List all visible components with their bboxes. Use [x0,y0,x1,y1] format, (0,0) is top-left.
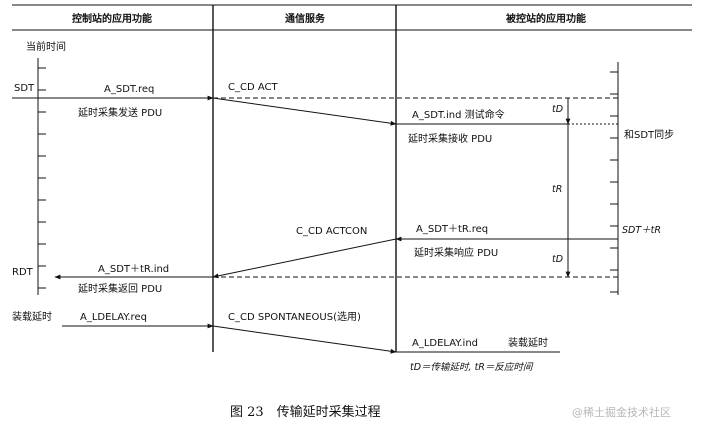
header-middle: 通信服务 [285,12,326,25]
c-cd-act-arrow [212,97,397,126]
sdt-sync-label: 和SDT同步 [624,129,674,141]
a-ldelay-ind-label: A_LDELAY.ind [412,338,478,349]
resp-pdu-label: 延时采集响应 PDU [414,246,498,259]
watermark: @稀土掘金技术社区 [572,405,671,419]
current-time-label: 当前时间 [26,40,66,53]
a-sdt-req-label: A_SDT.req [104,84,154,95]
header-right: 被控站的应用功能 [506,12,586,25]
header-left: 控制站的应用功能 [72,12,152,25]
a-sdt-tr-ind-label: A_SDT＋tR.ind [98,264,169,275]
recv-pdu-label: 延时采集接收 PDU [408,132,492,145]
c-cd-spont-label: C_CD SPONTANEOUS(选用) [228,310,361,323]
td-bottom-label: tD [552,254,563,265]
figure-caption: 图 23 传输延时采集过程 [230,404,381,420]
load-delay-label: 装载延时 [12,310,52,323]
c-cd-actcon-arrow [212,238,397,279]
c-cd-act-label: C_CD ACT [228,82,278,93]
sdt-plus-tr-label: SDT＋tR [622,225,661,236]
a-ldelay-req-label: A_LDELAY.req [80,312,147,323]
a-sdt-tr-req-label: A_SDT＋tR.req [416,224,488,235]
sdt-label: SDT [14,83,35,94]
right-axis-ticks [610,71,618,293]
td-top-label: tD [552,104,563,115]
tr-label: tR [552,184,562,195]
load-delay-right-label: 装载延时 [508,336,548,349]
rdt-label: RDT [12,267,34,278]
legend-text: tD＝传输延时, tR＝反应时间 [410,361,534,373]
send-pdu-label: 延时采集发送 PDU [78,106,162,119]
c-cd-actcon-label: C_CD ACTCON [296,226,367,237]
left-axis-ticks [38,67,46,289]
return-pdu-label: 延时采集返回 PDU [78,282,162,295]
a-sdt-ind-label: A_SDT.ind 测试命令 [412,108,505,121]
c-cd-spont-arrow [212,325,397,354]
